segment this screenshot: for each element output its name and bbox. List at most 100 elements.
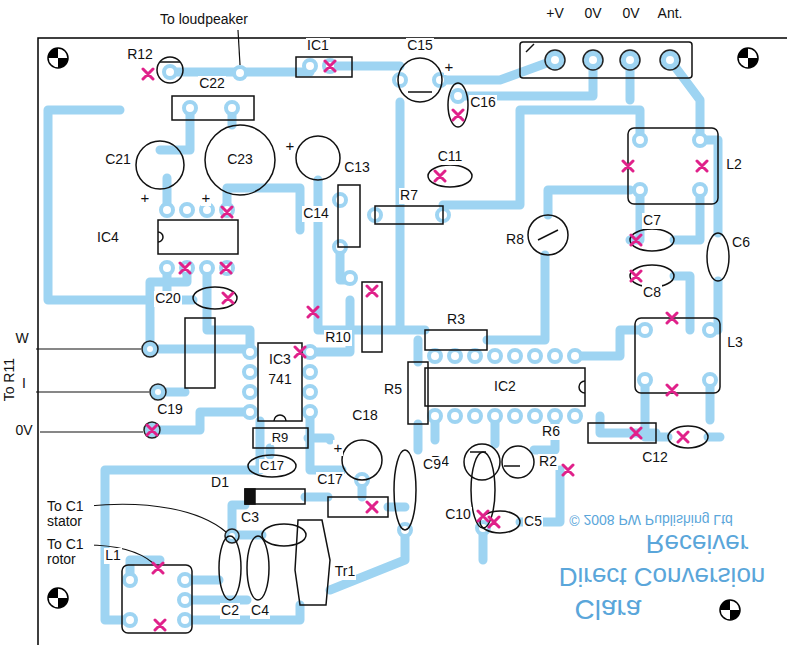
capacitor-outline — [136, 141, 184, 189]
part-label: + — [285, 138, 296, 155]
capacitor-outline — [185, 318, 215, 388]
part-label: C10 — [444, 507, 472, 522]
board-title: Direct Conversion — [558, 562, 767, 591]
part-label: C19 — [156, 402, 184, 417]
part-label: L3 — [726, 335, 744, 350]
resistor-outline — [375, 206, 443, 224]
wire-line — [40, 431, 143, 432]
part-label: R9 — [271, 431, 290, 445]
wire-label: To C1 rotor — [46, 537, 94, 568]
part-label: I — [21, 376, 27, 391]
part-label: 0V — [583, 6, 602, 21]
header-pin1-mark — [526, 44, 534, 52]
trimmer-slot — [538, 230, 558, 240]
trimmer-outline — [528, 215, 568, 255]
part-label: L1 — [104, 548, 122, 563]
wire-label: To C1 stator — [46, 499, 94, 530]
wire-pad — [142, 341, 158, 357]
part-label: Ant. — [657, 6, 684, 21]
leader-line — [238, 30, 240, 65]
part-label: Tr1 — [334, 564, 356, 579]
part-label: C5 — [523, 514, 543, 529]
part-label: D1 — [210, 475, 230, 490]
capacitor-outline — [448, 83, 468, 127]
part-label: C11 — [437, 149, 464, 164]
part-label: C7 — [642, 213, 662, 228]
part-label: L2 — [725, 157, 743, 172]
wire-line — [86, 545, 153, 563]
pad-hole — [589, 56, 597, 64]
part-label: C14 — [302, 206, 330, 221]
wire-line — [36, 348, 141, 349]
part-label: R2 — [538, 454, 558, 469]
diode-band — [245, 489, 255, 504]
capacitor-outline — [219, 536, 241, 600]
header-pad — [660, 50, 680, 70]
copper-tracks — [48, 60, 720, 620]
part-label: 0V — [14, 423, 33, 438]
transistor-outline — [295, 520, 330, 605]
pad-hole — [626, 56, 634, 64]
part-label: To loudpeaker — [159, 12, 249, 27]
capacitor-outline — [668, 426, 708, 448]
capacitor-outline — [262, 524, 306, 546]
part-label: R3 — [446, 312, 466, 327]
part-label: IC3 — [268, 352, 292, 367]
capacitor-outline — [707, 233, 729, 281]
part-label: R6 — [541, 424, 561, 439]
component-outline — [328, 497, 388, 517]
part-label: C13 — [343, 160, 371, 175]
part-label: 741 — [267, 372, 292, 387]
part-label: C6 — [731, 235, 751, 250]
pad-hole — [666, 56, 674, 64]
resistor-outline — [502, 446, 534, 478]
pad-hole — [147, 346, 153, 352]
part-label: C22 — [198, 76, 226, 91]
ic-notch — [579, 381, 585, 393]
header-pad — [620, 50, 640, 70]
wire-label: To R11 — [2, 357, 17, 402]
part-label: R7 — [399, 188, 419, 203]
resistor-outline — [588, 423, 656, 443]
part-label: + — [140, 190, 151, 207]
wire-line — [36, 391, 149, 392]
resistor-outline — [425, 330, 487, 350]
coil-outline — [628, 128, 718, 204]
ic-outline — [158, 220, 238, 254]
solder-pads — [124, 60, 716, 626]
ic-notch — [274, 415, 286, 421]
part-label: R8 — [505, 232, 525, 247]
registration-mark — [738, 48, 758, 68]
header-outline — [520, 42, 692, 78]
capacitor-outline — [394, 450, 416, 530]
part-label: R12 — [126, 47, 154, 62]
part-label: C23 — [226, 152, 254, 167]
board-border — [38, 38, 787, 645]
header-pad — [583, 50, 603, 70]
connector-pads — [142, 50, 680, 543]
part-label: C16 — [469, 95, 497, 110]
part-label: +V — [545, 6, 565, 21]
part-label: C21 — [104, 152, 132, 167]
part-label: IC2 — [493, 379, 517, 394]
part-label: C17 — [259, 459, 285, 473]
part-label: W — [14, 331, 29, 346]
capacitor-outline — [205, 125, 275, 195]
board-title: Receiver — [645, 529, 750, 558]
part-label: R10 — [324, 330, 352, 345]
wire-line — [88, 504, 226, 532]
registration-mark — [720, 600, 740, 620]
capacitor-outline — [428, 165, 472, 187]
capacitor-outline — [338, 185, 360, 247]
capacitor-outline — [248, 455, 296, 477]
board-title: Clara — [574, 593, 643, 624]
coil-outline — [635, 318, 720, 393]
part-label: + — [444, 59, 455, 76]
pad-hole — [551, 56, 559, 64]
registration-mark — [48, 48, 68, 68]
part-label: C4 — [250, 603, 270, 618]
pad-hole — [155, 389, 161, 395]
part-label: C18 — [351, 408, 379, 423]
registration-mark — [48, 588, 68, 608]
